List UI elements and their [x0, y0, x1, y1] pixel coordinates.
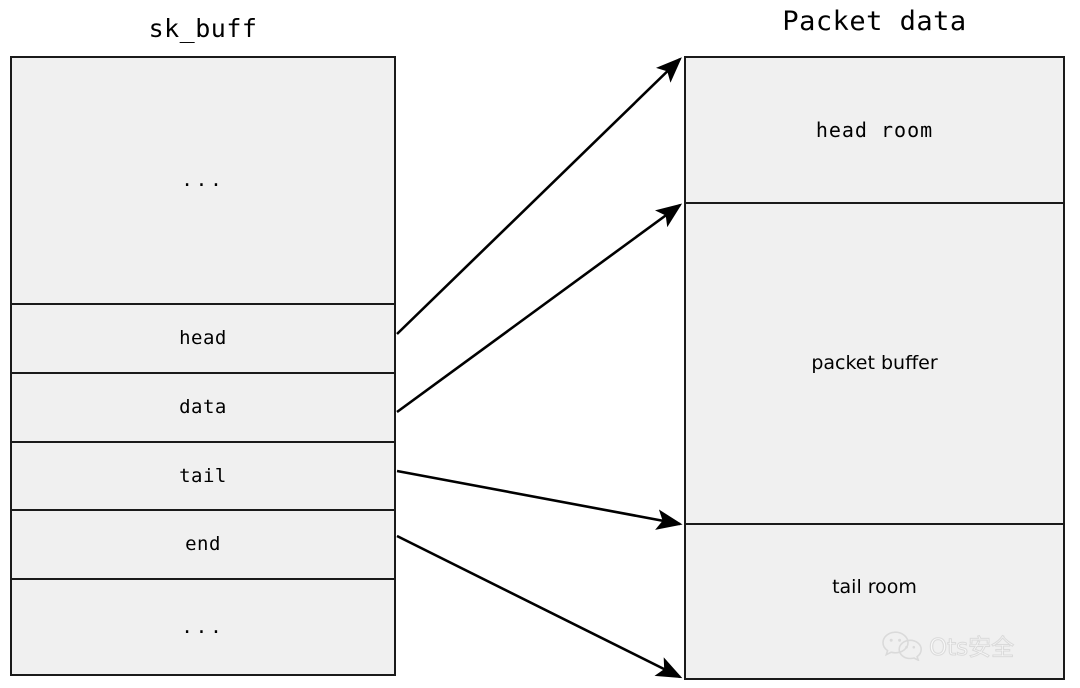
skbuff-row-tail: tail: [12, 441, 394, 509]
skbuff-row-end: end: [12, 509, 394, 578]
packet-data-box: head room packet buffer tail room: [684, 56, 1065, 680]
packet-row-tail-room: tail room: [686, 523, 1063, 678]
skbuff-row-data: data: [12, 372, 394, 441]
packet-row-packet-buffer: packet buffer: [686, 202, 1063, 523]
watermark-text: Ots安全: [928, 635, 1015, 662]
skbuff-row-ellipsis-top-label: ...: [181, 169, 225, 191]
packet-data-title: Packet data: [782, 6, 967, 37]
skbuff-row-ellipsis-bottom-label: ...: [181, 615, 225, 638]
skbuff-row-head-label: head: [179, 327, 227, 349]
skbuff-row-data-label: data: [179, 396, 227, 418]
packet-row-head-room: head room: [686, 58, 1063, 202]
skbuff-row-end-label: end: [185, 533, 221, 555]
arrow-end-to-buffer-end: [396, 534, 683, 679]
skbuff-row-head: head: [12, 303, 394, 372]
skbuff-row-ellipsis-bottom: ...: [12, 578, 394, 674]
watermark: Ots安全: [880, 628, 1015, 662]
packet-row-head-room-label: head room: [815, 118, 934, 142]
skbuff-row-ellipsis-top: ...: [12, 58, 394, 303]
skbuff-title: sk_buff: [148, 14, 258, 43]
arrow-data-to-packet-buffer: [396, 203, 683, 414]
packet-row-packet-buffer-label: packet buffer: [811, 352, 938, 374]
arrow-head-to-head-room: [396, 57, 682, 335]
packet-row-tail-room-label: tail room: [832, 576, 917, 598]
skbuff-box: ... head data tail end ...: [10, 56, 396, 676]
skbuff-row-tail-label: tail: [179, 464, 227, 487]
arrow-tail-to-tail-room: [396, 469, 683, 530]
wechat-icon: [882, 631, 923, 661]
